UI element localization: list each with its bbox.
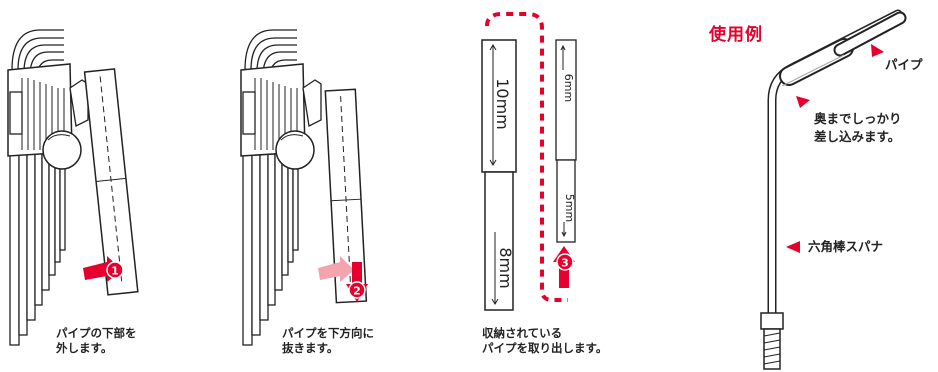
label-insert-line-2: 差し込みます。 — [814, 129, 901, 144]
caption-step-2-line-2: 抜きます。 — [282, 341, 339, 355]
pointer-insert-icon — [796, 96, 810, 108]
step-3-number: 3 — [561, 257, 569, 270]
dim-10mm: 10mm — [493, 78, 512, 130]
usage-example-illustration — [760, 9, 907, 370]
caption-step-1: パイプの下部を 外します。 — [56, 326, 137, 356]
dashed-path-icon — [485, 12, 568, 302]
caption-step-1-line-2: 外します。 — [56, 341, 113, 355]
dim-6mm: 6mm — [562, 74, 575, 102]
caption-step-2: パイプを下方向に 抜きます。 — [282, 326, 374, 356]
caption-step-3: 収納されている パイプを取り出します。 — [482, 326, 607, 356]
label-insert: 奥までしっかり 差し込みます。 — [814, 110, 902, 146]
dim-5mm: 5mm — [563, 194, 576, 222]
panel-1-wrench-set: 1 — [7, 29, 139, 346]
panel-3-pipes: 10mm 8mm 6mm 5mm 3 — [481, 12, 577, 311]
label-insert-line-1: 奥までしっかり — [814, 111, 902, 126]
step-2-number: 2 — [353, 285, 361, 298]
caption-step-3-line-1: 収納されている — [482, 326, 563, 340]
caption-step-1-line-1: パイプの下部を — [56, 326, 137, 340]
panel-2-wrench-set: 2 — [240, 29, 368, 346]
usage-example-title: 使用例 — [709, 25, 763, 45]
faded-arrow-icon — [318, 256, 354, 282]
label-hex-wrench: 六角棒スパナ — [808, 239, 884, 254]
caption-step-2-line-1: パイプを下方向に — [282, 326, 374, 340]
dim-8mm: 8mm — [496, 247, 515, 288]
pointer-hex-icon — [786, 241, 800, 253]
step-1-number: 1 — [111, 265, 119, 278]
pointer-pipe-icon — [871, 44, 884, 57]
label-pipe: パイプ — [885, 57, 923, 72]
caption-step-3-line-2: パイプを取り出します。 — [482, 341, 608, 355]
